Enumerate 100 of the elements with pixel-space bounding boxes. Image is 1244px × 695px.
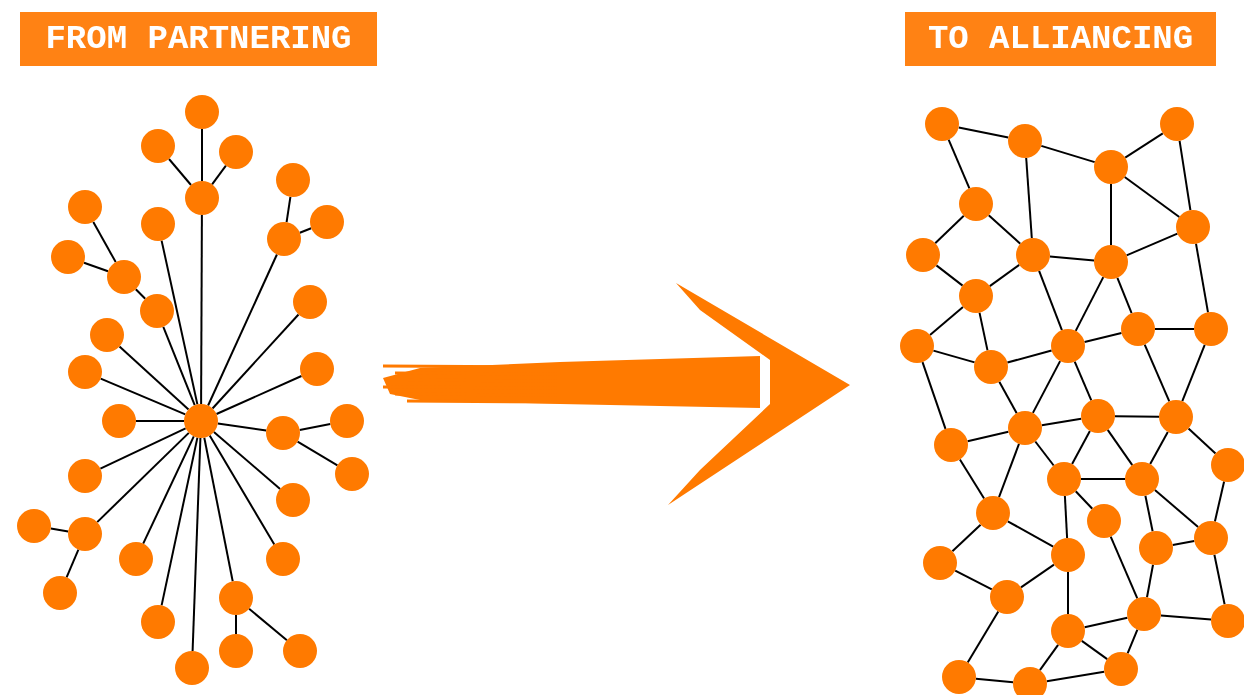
network-node: [293, 285, 327, 319]
network-node: [1087, 504, 1121, 538]
connector-line: [1045, 670, 1106, 683]
network-node: [266, 416, 300, 450]
connector-line: [987, 214, 1022, 245]
connector-line: [207, 253, 278, 407]
connector-line: [203, 436, 234, 583]
network-node: [1121, 312, 1155, 346]
connector-line: [142, 435, 195, 545]
network-node: [68, 190, 102, 224]
network-node: [1051, 538, 1085, 572]
connector-line: [99, 377, 187, 416]
connector-line: [998, 442, 1020, 499]
connector-line: [160, 239, 199, 406]
connector-line: [1025, 157, 1033, 239]
connector-line: [1083, 332, 1123, 343]
network-node: [276, 483, 310, 517]
connector-line: [1124, 132, 1164, 159]
connector-line: [296, 440, 339, 467]
connector-line: [1071, 430, 1091, 465]
network-node: [1016, 238, 1050, 272]
connector-line: [1040, 417, 1083, 427]
network-node: [141, 605, 175, 639]
connector-line: [49, 527, 70, 533]
heading-banner: TO ALLIANCING: [905, 12, 1216, 66]
network-node: [900, 329, 934, 363]
network-node: [1104, 652, 1138, 686]
network-node: [990, 580, 1024, 614]
connector-line: [988, 263, 1021, 288]
connector-line: [1144, 494, 1154, 533]
connector-line: [1143, 343, 1171, 403]
connector-line: [1063, 495, 1069, 539]
connector-line: [1178, 139, 1192, 212]
network-node: [976, 496, 1010, 530]
connector-line: [978, 311, 989, 352]
connector-line: [957, 126, 1010, 139]
network-node: [107, 260, 141, 294]
network-node: [959, 187, 993, 221]
connector-line: [212, 431, 282, 490]
connector-line: [998, 380, 1018, 415]
connector-line: [1074, 276, 1105, 332]
connector-line: [1038, 269, 1063, 332]
network-node: [1127, 597, 1161, 631]
network-node: [185, 181, 219, 215]
connector-line: [1038, 643, 1060, 672]
network-node: [1051, 614, 1085, 648]
connector-line: [1074, 490, 1094, 510]
network-node: [219, 634, 253, 668]
network-node: [51, 240, 85, 274]
connector-line: [65, 548, 80, 579]
network-node: [1194, 312, 1228, 346]
connector-line: [1080, 478, 1126, 480]
network-node: [934, 428, 968, 462]
connector-line: [298, 227, 313, 234]
connector-line: [1195, 242, 1209, 314]
network-node: [1047, 462, 1081, 496]
connector-line: [966, 430, 1010, 443]
network-node: [1176, 210, 1210, 244]
connector-line: [285, 195, 292, 224]
network-node: [90, 318, 124, 352]
connector-line: [92, 220, 117, 264]
connector-line: [1109, 535, 1139, 600]
network-node: [119, 542, 153, 576]
connector-line: [96, 431, 190, 524]
network-node: [184, 404, 218, 438]
network-node: [942, 660, 976, 694]
network-node: [276, 163, 310, 197]
connector-line: [1073, 360, 1093, 402]
connector-line: [1171, 540, 1196, 546]
connector-line: [160, 436, 199, 607]
connector-line: [1149, 430, 1169, 466]
connector-line: [1114, 415, 1160, 418]
network-node: [219, 581, 253, 615]
network-node: [906, 238, 940, 272]
connector-line: [168, 158, 192, 186]
network-node: [102, 404, 136, 438]
network-node: [283, 634, 317, 668]
connector-line: [1048, 255, 1096, 262]
connector-line: [135, 420, 185, 422]
network-node: [1160, 107, 1194, 141]
network-node: [1094, 150, 1128, 184]
network-node: [1008, 411, 1042, 445]
connector-line: [1106, 428, 1134, 467]
connector-line: [1006, 349, 1053, 364]
network-node: [17, 509, 51, 543]
network-node: [43, 576, 77, 610]
connector-line: [1020, 563, 1055, 589]
network-node: [974, 350, 1008, 384]
network-node: [1081, 399, 1115, 433]
network-node: [68, 355, 102, 389]
connector-line: [118, 345, 190, 411]
connector-line: [1123, 176, 1181, 218]
connector-line: [1126, 628, 1139, 655]
network-node: [68, 517, 102, 551]
connector-line: [929, 306, 964, 336]
connector-line: [208, 434, 276, 546]
connector-line: [1083, 616, 1129, 629]
connector-line: [1110, 183, 1112, 246]
network-node: [1159, 400, 1193, 434]
connector-line: [1031, 360, 1062, 414]
